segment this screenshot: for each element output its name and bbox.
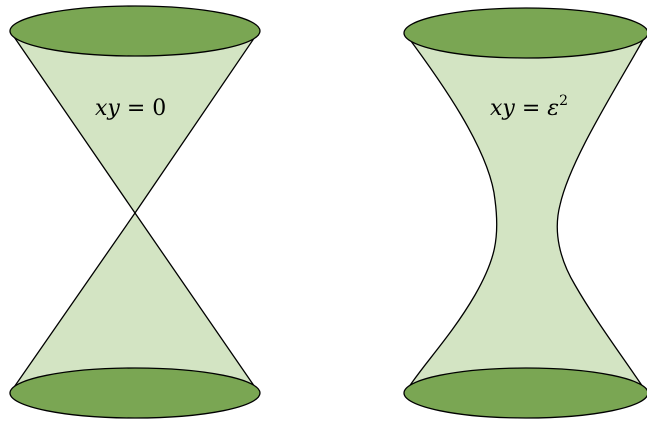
equation-label-cone: xy = 0 (95, 96, 166, 121)
hyperboloid-surface (404, 10, 647, 416)
double-cone-figure: xy = 0 (9, 5, 261, 419)
equation-label-hyperboloid: xy = ε2 (490, 93, 568, 121)
top-cap-ellipse (403, 7, 647, 59)
hyperboloid-figure: xy = ε2 (403, 7, 647, 419)
bottom-cap-ellipse (403, 367, 647, 419)
bottom-cap-ellipse (9, 367, 261, 419)
top-cap-ellipse (9, 5, 261, 57)
